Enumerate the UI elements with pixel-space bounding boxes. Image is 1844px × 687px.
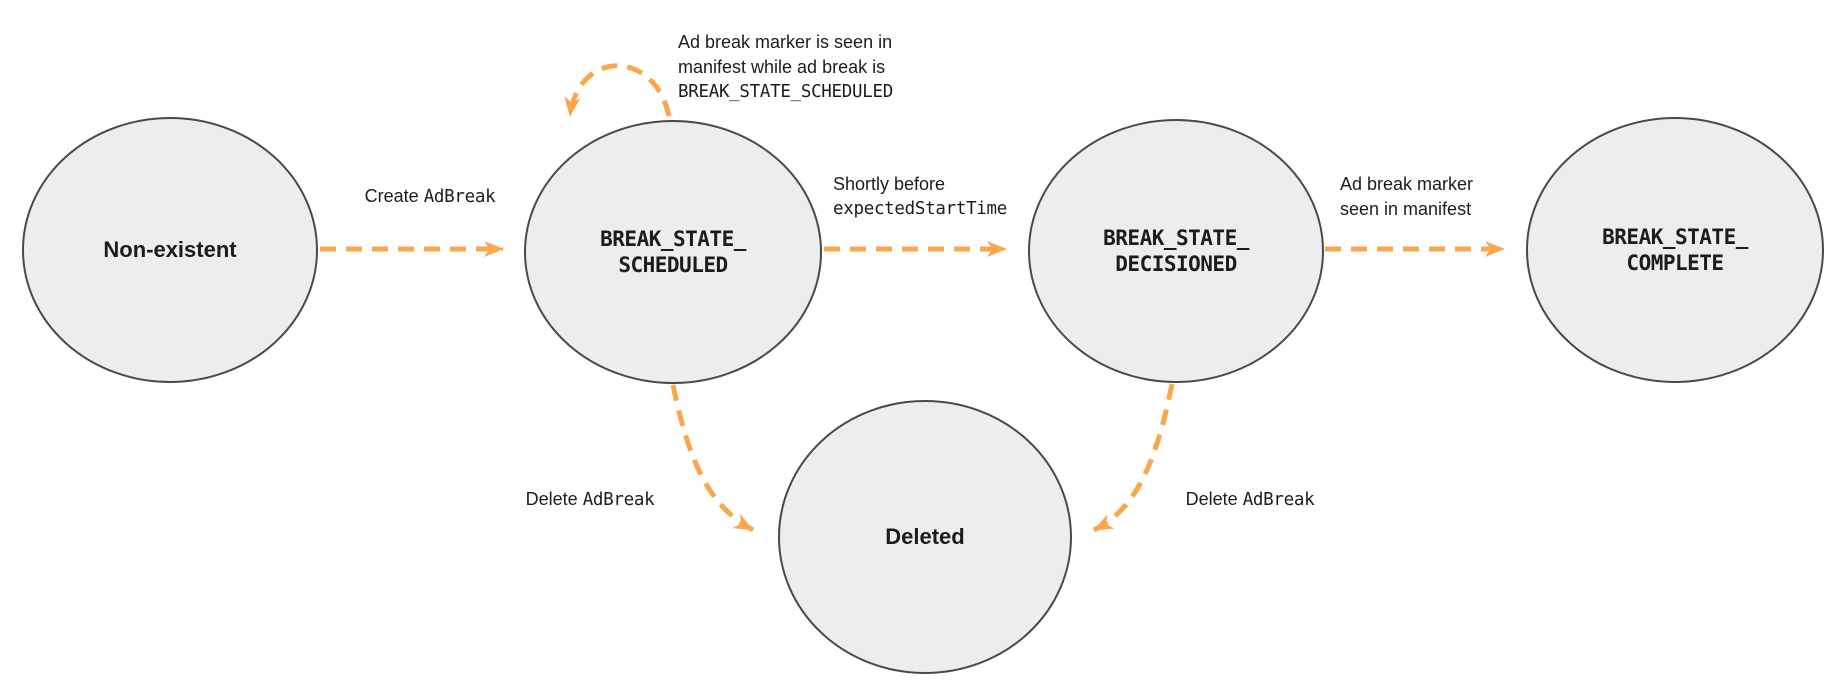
edge-label-text: Shortly before: [833, 174, 946, 194]
state-circle-complete: [1526, 117, 1824, 383]
state-label-line: BREAK_STATE_: [600, 227, 746, 251]
state-label-line: SCHEDULED: [618, 253, 728, 277]
state-label-line: BREAK_STATE_: [1103, 226, 1249, 250]
edge-label-code: AdBreak: [582, 490, 655, 510]
edge-label-code: AdBreak: [423, 187, 496, 207]
state-circle-non-existent: [22, 117, 318, 383]
edge-label-text: manifest while ad break is: [678, 57, 886, 77]
state-label-line: COMPLETE: [1626, 251, 1724, 275]
edge-label-text: seen in manifest: [1340, 199, 1472, 219]
state-label-line: Non-existent: [103, 237, 237, 262]
edge-label-delete-adbreak-right: Delete AdBreak: [1186, 487, 1315, 513]
edge-label-text: Create: [364, 186, 424, 206]
state-label-complete: BREAK_STATE_ COMPLETE: [1602, 224, 1748, 276]
edge-label-marker-seen: Ad break marker seen in manifest: [1340, 172, 1473, 222]
edge-label-text: Ad break marker is seen in: [678, 32, 893, 52]
edge-label-delete-adbreak-left: Delete AdBreak: [526, 487, 655, 513]
state-circle-scheduled: [524, 120, 822, 384]
state-label-decisioned: BREAK_STATE_ DECISIONED: [1103, 225, 1249, 277]
transition-arrow-decisioned-to-deleted: [1092, 383, 1175, 533]
state-label-scheduled: BREAK_STATE_ SCHEDULED: [600, 226, 746, 278]
edge-label-shortly-before: Shortly before expectedStartTime: [833, 172, 1007, 222]
state-circle-deleted: [778, 400, 1072, 674]
edge-label-text: Ad break marker: [1340, 174, 1474, 194]
edge-label-code: BREAK_STATE_SCHEDULED: [678, 82, 893, 102]
transition-arrow-self-loop-scheduled: [564, 63, 672, 117]
edge-label-text: Delete: [1185, 489, 1243, 509]
state-label-line: BREAK_STATE_: [1602, 225, 1748, 249]
edge-label-text: Delete: [525, 489, 583, 509]
edge-label-create-adbreak: Create AdBreak: [365, 184, 496, 210]
state-circle-decisioned: [1028, 119, 1324, 383]
state-label-non-existent: Non-existent: [103, 237, 236, 263]
edge-label-self-loop: Ad break marker is seen in manifest whil…: [678, 30, 893, 105]
state-label-line: Deleted: [885, 524, 965, 549]
state-label-deleted: Deleted: [885, 524, 964, 550]
transition-arrow-scheduled-to-deleted: [670, 384, 755, 533]
state-label-line: DECISIONED: [1115, 252, 1237, 276]
edge-label-code: expectedStartTime: [833, 199, 1008, 219]
edge-label-code: AdBreak: [1242, 490, 1315, 510]
